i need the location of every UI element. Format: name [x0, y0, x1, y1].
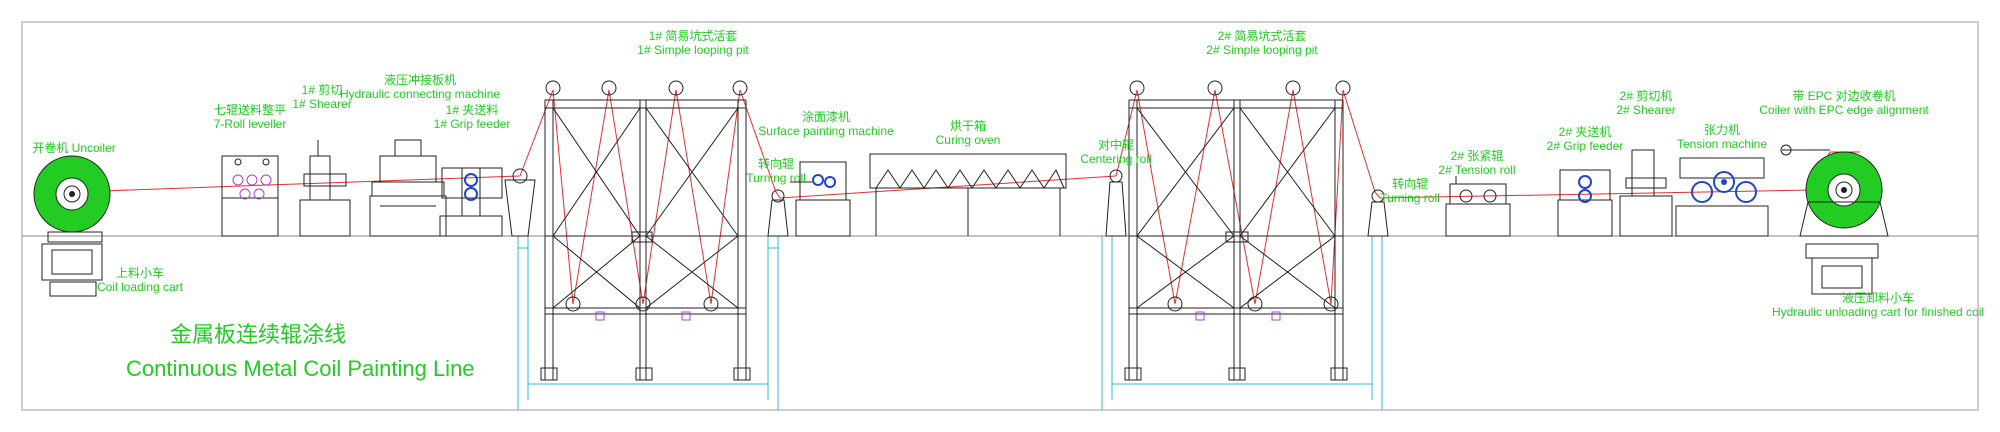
- label-hydraulic-en: Hydraulic connecting machine: [340, 87, 500, 101]
- label-coil-loading-cart-en: Coil loading cart: [97, 280, 184, 294]
- grip-feeder-2: [1557, 169, 1613, 237]
- label-epc-coiler-cn: 带 EPC 对边收卷机: [1792, 88, 1895, 103]
- label-uncoiler: 开卷机 Uncoiler: [32, 140, 115, 155]
- centering-roll: [1105, 169, 1127, 237]
- shearer-1: [299, 140, 351, 237]
- label-roll-leveller-en: 7-Roll leveller: [214, 117, 287, 131]
- label-grip-feeder-1-en: 1# Grip feeder: [434, 117, 511, 131]
- looping-pit-1-dancers: [595, 311, 691, 321]
- label-turning-roll-2-cn: 转向辊: [1392, 176, 1428, 191]
- title-en: Continuous Metal Coil Painting Line: [126, 356, 475, 381]
- looping-pit-2-frame: [1124, 80, 1389, 381]
- grip-feeder-1: [439, 167, 503, 237]
- label-surface-painting-cn: 涂面漆机: [802, 109, 850, 124]
- looping-pit-2-dancers: [1195, 311, 1281, 321]
- label-curing-oven-en: Curing oven: [936, 133, 1001, 147]
- label-epc-coiler-en: Coiler with EPC edge alignment: [1759, 103, 1929, 117]
- hydraulic-connecting-machine: [369, 139, 447, 237]
- labels: 开卷机 Uncoiler 上料小车 Coil loading cart 七辊送料…: [32, 28, 1984, 319]
- label-turning-roll-1-en: Turning roll: [746, 171, 806, 185]
- looping-pit-1-foundation: [517, 236, 779, 410]
- looping-pit-2-foundation: [1101, 236, 1383, 410]
- label-tension-machine-cn: 张力机: [1704, 123, 1740, 137]
- label-unloading-cart-en: Hydraulic unloading cart for finished co…: [1772, 305, 1984, 319]
- label-grip-feeder-2-en: 2# Grip feeder: [1547, 139, 1624, 153]
- looping-pit-1-frame: [504, 80, 789, 381]
- label-grip-feeder-2-cn: 2# 夹送机: [1559, 124, 1612, 139]
- shearer-2: [1619, 149, 1673, 237]
- label-shearer-1-en: 1# Shearer: [292, 97, 351, 111]
- label-turning-roll-1-cn: 转向辊: [758, 156, 794, 171]
- strip-path: [73, 89, 1860, 305]
- label-grip-feeder-1-cn: 1# 夹送料: [446, 102, 499, 117]
- label-centering-roll-en: Centering roll: [1080, 152, 1151, 166]
- label-looping-pit-1-en: 1# Simple looping pit: [637, 43, 749, 57]
- label-shearer-1-cn: 1# 剪切: [302, 82, 343, 97]
- label-unloading-cart-cn: 液压卸料小车: [1842, 290, 1914, 305]
- label-surface-painting-en: Surface painting machine: [758, 124, 894, 138]
- label-hydraulic-cn: 液压冲接板机: [384, 72, 456, 87]
- curing-oven: [869, 153, 1067, 236]
- title-cn: 金属板连续辊涂线: [170, 323, 346, 348]
- label-tension-machine-en: Tension machine: [1677, 137, 1767, 151]
- label-shearer-2-cn: 2# 剪切机: [1620, 88, 1673, 103]
- label-looping-pit-2-cn: 2# 简易坑式活套: [1218, 28, 1307, 43]
- label-centering-roll-cn: 对中辊: [1098, 137, 1134, 152]
- label-curing-oven-cn: 烘干箱: [950, 118, 986, 133]
- epc-coiler: [1780, 144, 1889, 295]
- label-looping-pit-2-en: 2# Simple looping pit: [1206, 43, 1318, 57]
- label-turning-roll-2-en: Turning roll: [1380, 191, 1440, 205]
- drawing-frame: [21, 21, 1979, 411]
- roll-leveller: [221, 155, 279, 237]
- label-coil-loading-cart-cn: 上料小车: [116, 265, 164, 280]
- label-roll-leveller-cn: 七辊送料整平: [214, 102, 286, 117]
- tension-machine: [1675, 157, 1769, 237]
- uncoiler: [33, 155, 111, 297]
- label-tension-roll-2-cn: 2# 张紧辊: [1451, 149, 1504, 163]
- surface-painting-machine: [790, 161, 851, 237]
- label-shearer-2-en: 2# Shearer: [1616, 103, 1675, 117]
- tension-roll-2: [1445, 176, 1511, 237]
- label-looping-pit-1-cn: 1# 简易坑式活套: [649, 28, 738, 43]
- label-tension-roll-2-en: 2# Tension roll: [1438, 163, 1515, 177]
